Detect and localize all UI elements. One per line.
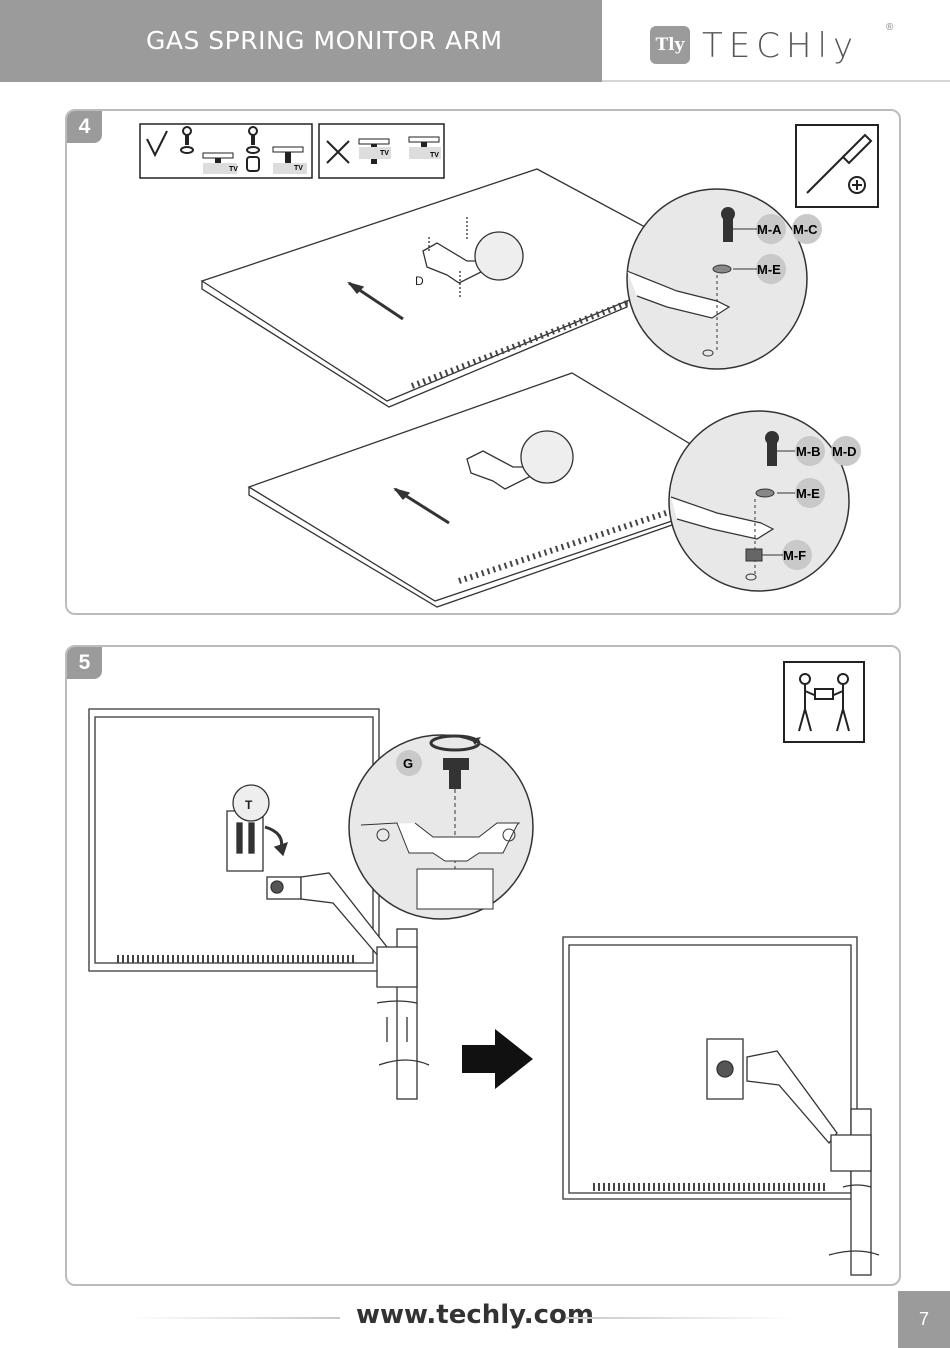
label-me: M-E <box>757 262 781 277</box>
monitor-left: T <box>88 708 430 1100</box>
tv-panel-lower <box>247 372 774 608</box>
website-url[interactable]: www.techly.com <box>356 1300 594 1330</box>
screwdriver-icon <box>795 124 879 208</box>
step-5-panel: 5 T <box>65 645 901 1286</box>
step-5-illustration: T G <box>88 661 880 1276</box>
correct-screw-length-icon: TV TV <box>139 123 313 179</box>
label-t: T <box>245 798 253 812</box>
monitor-right <box>562 936 880 1276</box>
header-divider <box>602 80 950 82</box>
label-md: M-D <box>832 444 857 459</box>
tv-label: TV <box>380 150 389 157</box>
next-arrow-icon <box>462 1029 533 1089</box>
step-5-number: 5 <box>67 647 102 679</box>
step-4-illustration: TV TV TV TV <box>139 123 879 608</box>
tv-label: TV <box>430 152 439 159</box>
logo-badge: Tly <box>650 26 690 64</box>
zoom-detail-lower: M-B M-D M-E M-F <box>668 410 861 592</box>
tv-label: TV <box>294 165 303 172</box>
techly-logo: Tly TECHly ® <box>650 18 910 78</box>
step-4-number: 4 <box>67 111 102 143</box>
footer-divider-left <box>130 1317 340 1319</box>
label-d: D <box>415 274 424 288</box>
zoom-detail-upper: M-A M-C M-E <box>626 188 822 370</box>
registered-mark: ® <box>886 22 894 33</box>
header-bar <box>0 0 602 82</box>
page-title: GAS SPRING MONITOR ARM <box>146 26 503 55</box>
page-number: 7 <box>898 1291 950 1348</box>
two-person-lift-icon <box>783 661 865 743</box>
label-mc: M-C <box>793 222 818 237</box>
label-me-lower: M-E <box>796 486 820 501</box>
label-g: G <box>403 756 413 771</box>
zoom-detail-knob: G <box>348 734 534 920</box>
tv-panel-upper: D <box>200 168 729 408</box>
label-mb: M-B <box>796 444 821 459</box>
logo-wordmark: TECHly <box>702 26 860 66</box>
step-4-panel: 4 TV TV <box>65 109 901 615</box>
incorrect-screw-length-icon: TV TV <box>318 123 445 179</box>
tv-label: TV <box>229 166 238 173</box>
label-ma: M-A <box>757 222 782 237</box>
label-mf: M-F <box>783 548 806 563</box>
footer-divider-right <box>566 1317 796 1319</box>
